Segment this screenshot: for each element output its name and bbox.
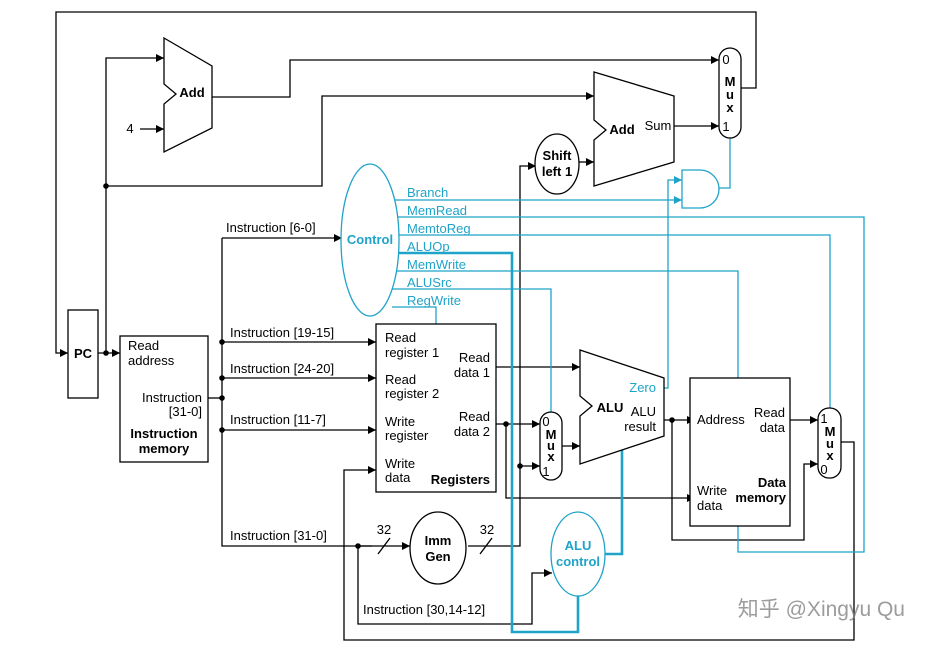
pc-label: PC <box>74 346 93 361</box>
data-memory: Address Read data Write data Data memory <box>689 377 791 527</box>
registers-title: Registers <box>431 472 490 487</box>
alu-control-line2: control <box>556 554 600 569</box>
branch-and-gate <box>681 169 720 209</box>
field-19-15: Instruction [19-15] <box>230 325 334 340</box>
imem-read-address-line2: address <box>128 353 175 368</box>
branch-adder: Add Sum <box>593 71 675 187</box>
instruction-field-labels: Instruction [6-0] Instruction [19-15] In… <box>226 220 485 617</box>
signal-regwrite: RegWrite <box>407 293 461 308</box>
mux-alusrc-input-1: 1 <box>542 464 549 479</box>
branch-add-label: Add <box>609 122 634 137</box>
signal-branch: Branch <box>407 185 448 200</box>
imm-gen: Imm Gen 32 32 <box>377 511 494 585</box>
signal-memtoreg: MemtoReg <box>407 221 471 236</box>
immgen-output-width: 32 <box>480 522 494 537</box>
dmem-title-line1: Data <box>758 475 787 490</box>
immgen-title-line2: Gen <box>425 549 450 564</box>
reg-read-register-2-line1: Read <box>385 372 416 387</box>
mux-top-letter-u: u <box>726 87 734 102</box>
signal-alusrc: ALUSrc <box>407 275 452 290</box>
mux-top-input-0: 0 <box>722 52 729 67</box>
alu-control: ALU control <box>550 511 606 597</box>
mux-alusrc-input-0: 0 <box>542 414 549 429</box>
imem-instruction-line1: Instruction <box>142 390 202 405</box>
imem-instruction-line2: [31-0] <box>169 404 202 419</box>
mux-memtoreg-letter-x: x <box>826 448 834 463</box>
alu-result-line1: ALU <box>631 404 656 419</box>
dmem-read-data-line1: Read <box>754 405 785 420</box>
reg-write-data-line1: Write <box>385 456 415 471</box>
alu-zero: Zero <box>629 380 656 395</box>
alu-result-line2: result <box>624 419 656 434</box>
imem-title-line1: Instruction <box>130 426 197 441</box>
alu-control-line1: ALU <box>565 538 592 553</box>
alu-src-mux: 0 M u x 1 <box>539 411 563 481</box>
immgen-title-line1: Imm <box>425 533 452 548</box>
mux-alusrc-letter-x: x <box>547 449 555 464</box>
mux-memtoreg-letter-u: u <box>826 436 834 451</box>
shift-left-line2: left 1 <box>542 164 572 179</box>
reg-write-data-line2: data <box>385 470 411 485</box>
field-31-0: Instruction [31-0] <box>230 528 327 543</box>
field-24-20: Instruction [24-20] <box>230 361 334 376</box>
control-unit: Control Branch MemRead MemtoReg ALUOp Me… <box>340 163 471 317</box>
mem-to-reg-mux: 1 M u x 0 <box>817 407 842 479</box>
shift-left-1: Shift left 1 <box>534 133 580 195</box>
arrowheads <box>60 54 818 577</box>
reg-read-data-1-line2: data 1 <box>454 365 490 380</box>
dmem-read-data-line2: data <box>760 420 786 435</box>
instruction-memory: Read address Instruction [31-0] Instruct… <box>119 335 209 463</box>
branch-sum-label: Sum <box>645 118 672 133</box>
field-11-7: Instruction [11-7] <box>230 412 326 427</box>
mux-top-letter-m: M <box>725 74 736 89</box>
dmem-address: Address <box>697 412 745 427</box>
dmem-title-line2: memory <box>735 490 786 505</box>
reg-write-register-line2: register <box>385 428 429 443</box>
dmem-write-data-line2: data <box>697 498 723 513</box>
reg-read-register-1-line2: register 1 <box>385 345 439 360</box>
pc-register: PC <box>67 309 99 399</box>
signal-memread: MemRead <box>407 203 467 218</box>
reg-read-data-1-line1: Read <box>459 350 490 365</box>
shift-left-line1: Shift <box>543 148 573 163</box>
mux-alusrc-letter-u: u <box>547 438 555 453</box>
immgen-input-width: 32 <box>377 522 391 537</box>
control-title: Control <box>347 232 393 247</box>
mux-alusrc-letter-m: M <box>546 427 557 442</box>
mux-top-input-1: 1 <box>722 119 729 134</box>
signal-aluop: ALUOp <box>407 239 450 254</box>
control-wires <box>392 138 865 634</box>
signal-memwrite: MemWrite <box>407 257 466 272</box>
register-file: Read register 1 Read register 2 Write re… <box>375 323 497 493</box>
imem-title-line2: memory <box>139 441 190 456</box>
mux-top-letter-x: x <box>726 100 734 115</box>
reg-read-data-2-line1: Read <box>459 409 490 424</box>
pc-add-label: Add <box>179 85 204 100</box>
imem-read-address-line1: Read <box>128 338 159 353</box>
reg-read-data-2-line2: data 2 <box>454 424 490 439</box>
mux-memtoreg-input-1: 1 <box>820 411 827 426</box>
watermark: 知乎 @Xingyu Qu <box>738 598 905 621</box>
reg-read-register-2-line2: register 2 <box>385 386 439 401</box>
field-6-0: Instruction [6-0] <box>226 220 316 235</box>
pc-source-mux: 0 M u x 1 <box>718 47 742 139</box>
alu: ALU Zero ALU result <box>579 349 665 465</box>
mux-memtoreg-letter-m: M <box>825 424 836 439</box>
dmem-write-data-line1: Write <box>697 483 727 498</box>
mux-memtoreg-input-0: 0 <box>820 462 827 477</box>
reg-read-register-1-line1: Read <box>385 330 416 345</box>
field-30-14-12: Instruction [30,14-12] <box>363 602 485 617</box>
constant-four: 4 <box>126 121 133 136</box>
reg-write-register-line1: Write <box>385 414 415 429</box>
alu-title: ALU <box>597 400 624 415</box>
pc-adder: Add 4 <box>126 36 213 154</box>
